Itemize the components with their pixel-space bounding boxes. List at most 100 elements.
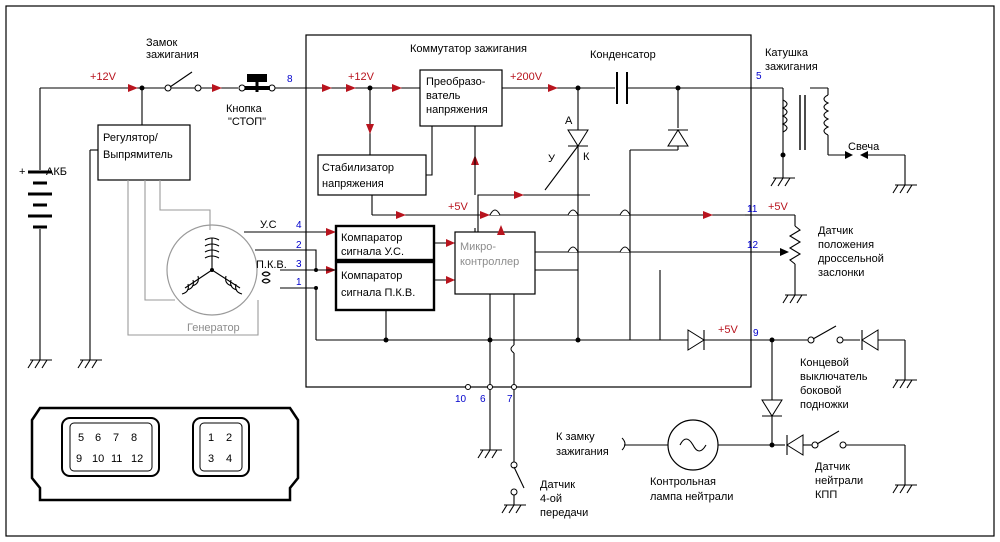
generator-wiring [127, 180, 259, 336]
thyristor-gate: У [548, 153, 556, 165]
voltage-5v-mid: +5V [448, 201, 469, 213]
ground-symbol [892, 379, 917, 389]
connector-pin: 6 [95, 432, 101, 444]
current-arrow [346, 84, 356, 92]
pin-label: 6 [480, 394, 486, 405]
spark-plug [845, 151, 906, 185]
limit-switch-label-4: подножки [800, 399, 849, 411]
microcontroller-label-2: контроллер [460, 256, 519, 268]
current-arrow [446, 239, 455, 247]
ignition-coil [781, 87, 830, 178]
converter-label-2: ватель [426, 90, 461, 102]
neutral-lamp-label-1: Контрольная [650, 476, 716, 488]
generator-stator-coils [181, 237, 243, 295]
microcontroller-label-1: Микро- [460, 241, 496, 253]
diode [861, 329, 879, 351]
neutral-sensor-switch [811, 430, 847, 449]
tps-label-1: Датчик [818, 225, 853, 237]
voltage-200v: +200V [510, 71, 543, 83]
voltage-12v-inner: +12V [348, 71, 375, 83]
current-arrow [548, 84, 558, 92]
limit-switch-label-3: боковой [800, 385, 841, 397]
coil-label-2: зажигания [765, 61, 818, 73]
stop-button-label-2: "СТОП" [228, 116, 266, 128]
neutral-sensor-label-1: Датчик [815, 461, 850, 473]
current-arrow [392, 84, 402, 92]
gear4-label-1: Датчик [540, 479, 575, 491]
ground-symbol [770, 177, 795, 187]
ignition-lock-switch [164, 71, 202, 92]
connector-pin: 4 [226, 453, 232, 465]
pin-label: 12 [747, 240, 759, 251]
spark-plug-label: Свеча [848, 141, 880, 153]
thyristor-anode: А [565, 115, 573, 127]
connector-pin: 9 [76, 453, 82, 465]
limit-switch-label-1: Концевой [800, 357, 849, 369]
pin-label: 8 [287, 74, 293, 85]
pin-label: 5 [756, 71, 762, 82]
generator-label: Генератор [187, 322, 240, 334]
battery [28, 87, 238, 360]
ground-symbol [892, 184, 917, 194]
tps-label-2: положения [818, 239, 874, 251]
regulator-rectifier-box [97, 124, 191, 181]
comparator-pkv-label-2: сигнала П.К.В. [341, 287, 415, 299]
pin-label: 10 [455, 394, 467, 405]
thyristor [544, 129, 589, 340]
ground-symbol [782, 294, 807, 304]
converter-label-3: напряжения [426, 104, 488, 116]
pin-label: 11 [747, 204, 758, 215]
tps-resistor [788, 225, 802, 265]
current-arrow [322, 84, 332, 92]
coil-label-1: Катушка [765, 47, 809, 59]
current-arrow [514, 191, 524, 199]
connector-pin: 7 [113, 432, 119, 444]
connector-pin: 3 [208, 453, 214, 465]
diode [786, 434, 804, 456]
pickup-coil [261, 271, 271, 284]
comparator-us-label-2: сигнала У.С. [341, 246, 404, 258]
comparator-us-label-1: Компаратор [341, 232, 402, 244]
pin-label: 1 [296, 277, 302, 288]
stop-button-label-1: Кнопка [226, 103, 263, 115]
connector-pin: 12 [131, 453, 143, 465]
diode [667, 129, 689, 147]
us-label: У.С [260, 219, 277, 231]
connector-housing [30, 406, 300, 502]
neutral-lamp [667, 419, 719, 471]
gear4-label-2: 4-ой [540, 493, 562, 505]
connector-pin: 10 [92, 453, 104, 465]
gear4-label-3: передачи [540, 507, 588, 519]
comparator-pkv-label-1: Компаратор [341, 270, 402, 282]
thyristor-cathode: К [583, 151, 590, 163]
current-arrow [480, 211, 490, 219]
current-arrow [703, 211, 713, 219]
current-arrow [497, 225, 505, 235]
diode [687, 329, 705, 351]
neutral-lamp-label-2: лампа нейтрали [650, 491, 733, 503]
tps-label-3: дроссельной [818, 253, 884, 265]
pin-label: 3 [296, 259, 302, 270]
tps-label-4: заслонки [818, 267, 864, 279]
pin-label: 2 [296, 240, 302, 251]
neutral-sensor-label-2: нейтрали [815, 475, 863, 487]
voltage-12v-main: +12V [90, 71, 117, 83]
stabilizer-label-2: напряжения [322, 178, 384, 190]
connector-pin: 2 [226, 432, 232, 444]
side-stand-switch [807, 325, 844, 344]
diode [761, 399, 783, 417]
voltage-5v-pin11: +5V [768, 201, 789, 213]
to-lock-label-2: зажигания [556, 446, 609, 458]
battery-plus: + [19, 166, 25, 178]
battery-label: АКБ [46, 166, 67, 178]
connector-pin: 5 [78, 432, 84, 444]
pkv-label: П.К.В. [256, 259, 287, 271]
current-arrow [366, 124, 374, 134]
ground-symbol [892, 484, 917, 494]
stop-button [238, 74, 276, 92]
ignition-lock-label-1: Замок [146, 37, 177, 49]
comparator-pkv-box [334, 260, 436, 312]
generator-circle [166, 224, 258, 316]
microcontroller-box [454, 231, 536, 295]
pin-label: 9 [753, 328, 759, 339]
